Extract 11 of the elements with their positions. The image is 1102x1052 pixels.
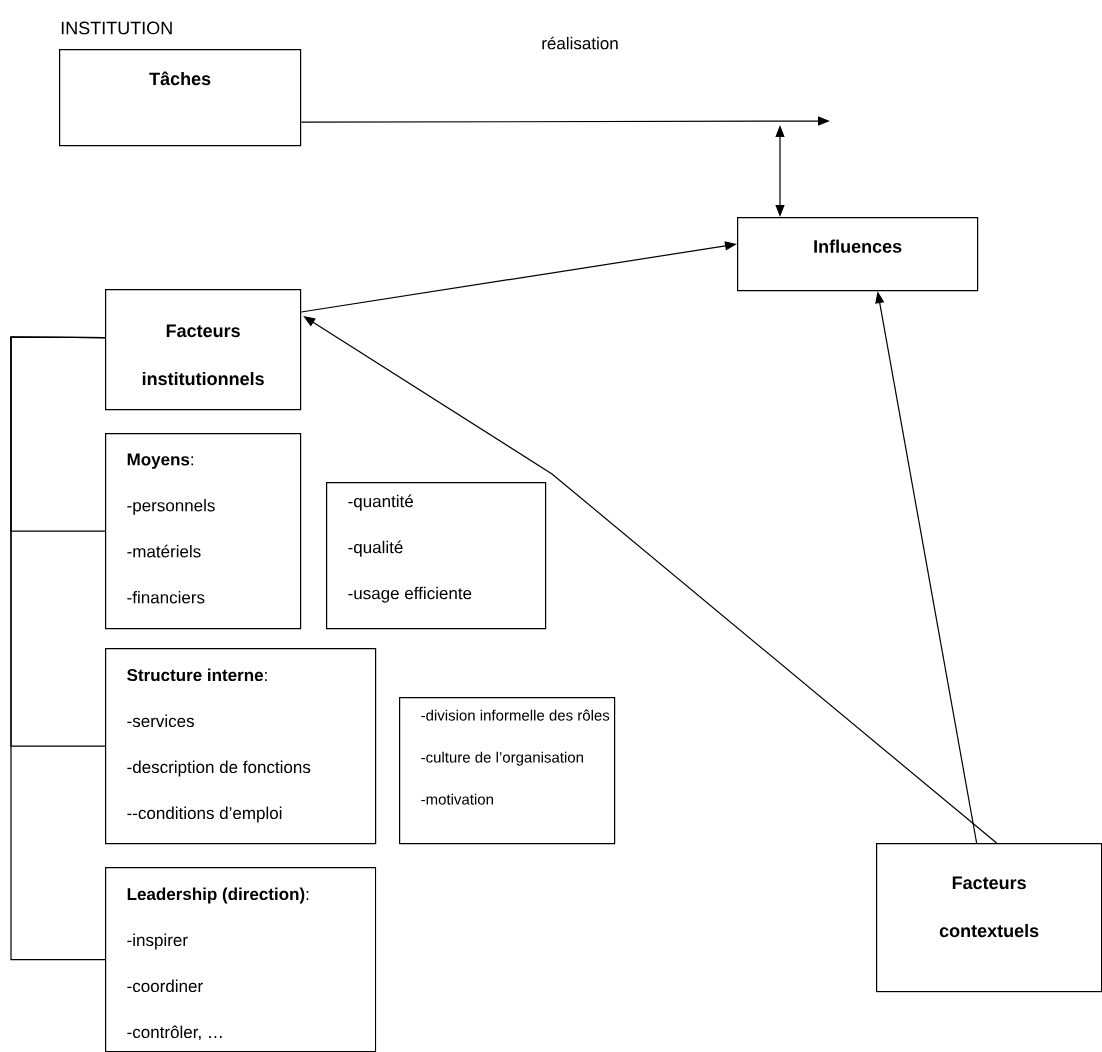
list-box: Leadership (direction): -inspirer -coordiner -contrôler, … [105, 867, 377, 1052]
list-box: Moyens: -personnels -matériels -financiers [105, 433, 302, 630]
factor-box: Facteurs contextuels [876, 843, 1102, 993]
list-box: Structure interne: -services -description de fonctions --conditions d’emploi [105, 648, 377, 845]
connector-line [10, 336, 106, 961]
task-box: Tâches [59, 49, 302, 147]
influence-box: Influences [737, 217, 979, 292]
list-box: -division informelle des rôles -culture de l’organisation -motivation [399, 697, 616, 845]
factor-box: Facteurs institutionnels [105, 289, 302, 411]
edge-label: réalisation [540, 35, 620, 51]
list-box: -quantité -qualité -usage efficiente [326, 482, 547, 630]
